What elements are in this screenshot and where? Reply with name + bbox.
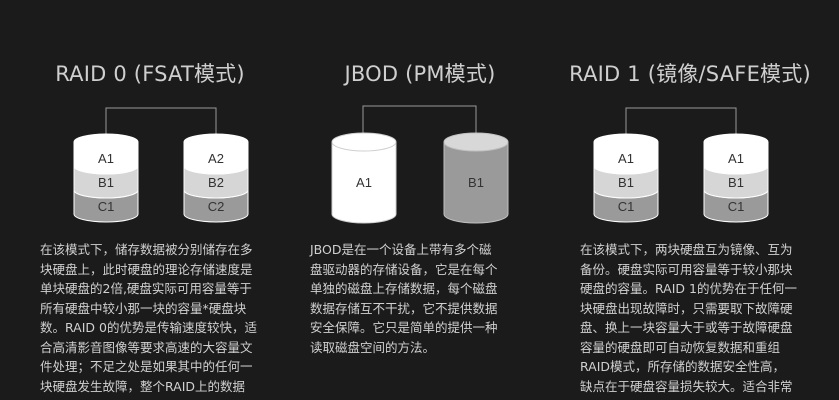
jbod-diagram: A1 B1 — [290, 90, 550, 240]
raid0-disk-right-2-segment — [183, 190, 249, 223]
raid1-connector-line — [625, 107, 737, 142]
raid0-disk-right-0-label: A2 — [208, 151, 224, 166]
raid0-disk-right-0-segment — [183, 142, 249, 175]
raid0-disk-left-2-label: C1 — [98, 199, 115, 214]
raid1-title: RAID 1 (镜像/SAFE模式) — [569, 62, 811, 86]
raid0-disk-left-0-label: A1 — [98, 151, 114, 166]
raid1-disk-left-0-segment-top — [593, 133, 659, 151]
raid0-diagram-svg: C1 B1 A1 C2 B2 A2 — [73, 107, 249, 223]
jbod-title: JBOD (PM模式) — [344, 62, 496, 86]
raid0-disk-right-0-segment-top — [183, 133, 249, 151]
jbod-description: JBOD是在一个设备上带有多个磁 盘驱动器的存储设备，它是在每个 单独的磁盘上存… — [310, 242, 498, 355]
raid0-disk-left-1-label: B1 — [98, 175, 114, 190]
raid1-disk-left: C1 B1 A1 — [593, 133, 659, 223]
raid1-disk-right-2-label: C1 — [728, 199, 745, 214]
jbod-disk-right: B1 — [443, 132, 509, 224]
raid0-description: 在该模式下，储存数据被分别储存在多 块硬盘上，此时硬盘的理论存储速度是 单块硬盘… — [40, 242, 257, 394]
raid1-diagram: C1 B1 A1 C1 B1 A1 — [560, 90, 820, 240]
raid1-disk-left-0-segment — [593, 142, 659, 175]
raid1-disk-left-0-label: A1 — [618, 151, 634, 166]
raid0-disk-left-1-segment — [73, 166, 139, 199]
raid0-connector-line — [105, 107, 217, 142]
raid0-panel: RAID 0 (FSAT模式) C1 B1 A1 C2 B2 A2 在该模式下，储存数据… — [20, 0, 280, 400]
raid0-disk-right-2-label: C2 — [208, 199, 225, 214]
jbod-disk-left: A1 — [331, 132, 397, 224]
raid0-disk-left-2-segment — [73, 190, 139, 223]
raid0-disk-right-1-segment — [183, 166, 249, 199]
raid0-disk-left-0-segment-top — [73, 133, 139, 151]
raid1-description: 在该模式下，两块硬盘互为镜像、互为 备份。硬盘实际可用容量等于较小那块 硬盘的容… — [580, 242, 797, 394]
raid0-disk-right: C2 B2 A2 — [183, 133, 249, 223]
raid1-disk-left-2-label: C1 — [618, 199, 635, 214]
raid1-disk-right-1-label: B1 — [728, 175, 744, 190]
raid1-diagram-svg: C1 B1 A1 C1 B1 A1 — [593, 107, 769, 223]
raid1-disk-right-0-segment-top — [703, 133, 769, 151]
raid1-disk-right-0-label: A1 — [728, 151, 744, 166]
raid0-diagram: C1 B1 A1 C2 B2 A2 — [20, 90, 280, 240]
jbod-disk-right-label: B1 — [468, 175, 484, 190]
raid0-disk-right-1-label: B2 — [208, 175, 224, 190]
raid1-disk-left-1-segment — [593, 166, 659, 199]
raid0-disk-left: C1 B1 A1 — [73, 133, 139, 223]
jbod-connector-line — [362, 105, 477, 142]
raid1-disk-left-1-label: B1 — [618, 175, 634, 190]
raid1-disk-right-2-segment — [703, 190, 769, 223]
raid1-disk-left-2-segment — [593, 190, 659, 223]
raid1-disk-right-0-segment — [703, 142, 769, 175]
raid1-disk-right-1-segment — [703, 166, 769, 199]
jbod-disk-left-label: A1 — [356, 175, 372, 190]
raid1-disk-right: C1 B1 A1 — [703, 133, 769, 223]
raid0-title: RAID 0 (FSAT模式) — [55, 62, 245, 86]
raid1-panel: RAID 1 (镜像/SAFE模式) C1 B1 A1 C1 B1 A1 在该模式下，两… — [560, 0, 820, 400]
jbod-panel: JBOD (PM模式) A1 B1 JBOD是在一个设备上带有多个磁 盘驱动器的… — [290, 0, 550, 400]
jbod-diagram-svg: A1 B1 — [331, 105, 509, 224]
raid0-disk-left-0-segment — [73, 142, 139, 175]
